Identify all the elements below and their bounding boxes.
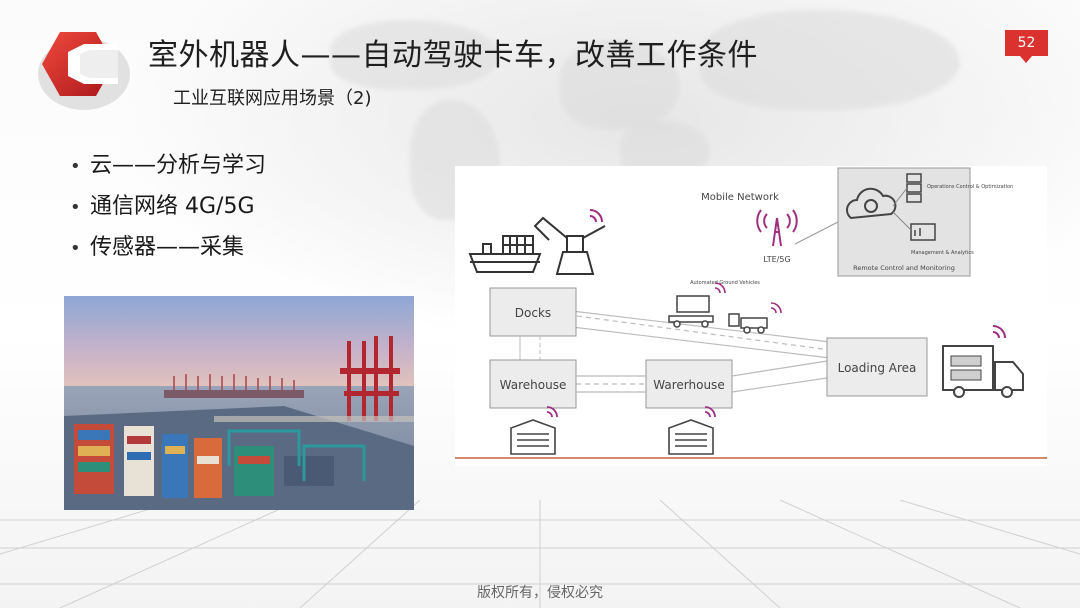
company-logo xyxy=(22,22,132,112)
docks-label: Docks xyxy=(515,306,551,320)
bullet-text: 通信网络 4G/5G xyxy=(90,194,255,219)
crane-icon xyxy=(533,216,606,275)
slide-title: 室外机器人——自动驾驶卡车，改善工作条件 xyxy=(148,38,758,73)
garage-icon xyxy=(510,419,556,455)
mobile-network-label: Mobile Network xyxy=(701,192,779,203)
page-number-badge: 52 xyxy=(1005,30,1048,63)
bullet-dot: • xyxy=(70,156,81,177)
warehouse-box-1 xyxy=(489,359,577,409)
bullet-text: 传感器——采集 xyxy=(90,235,245,260)
lte-label: LTE/5G xyxy=(763,255,790,264)
bullet-dot: • xyxy=(70,238,81,259)
bullet-text: 云——分析与学习 xyxy=(90,153,267,178)
garage-icon xyxy=(668,419,714,455)
container-port-photo xyxy=(64,296,414,510)
loading-area-box xyxy=(826,337,928,397)
logistics-network-diagram: Mobile Network LTE/5G Operations Control… xyxy=(455,166,1047,466)
wifi-signal-icon xyxy=(546,406,558,418)
warehouse-box-2 xyxy=(645,359,733,409)
slide-subtitle: 工业互联网应用场景（2) xyxy=(173,88,372,109)
world-map-shape xyxy=(560,40,680,130)
cell-tower-icon xyxy=(756,209,798,247)
bullet-dot: • xyxy=(70,197,81,218)
agv-icon xyxy=(668,295,714,328)
world-map-shape xyxy=(700,10,960,110)
bullet-item: • 云——分析与学习 xyxy=(70,146,266,187)
warehouse-label-2: Warerhouse xyxy=(653,378,724,392)
truck-icon xyxy=(942,345,1024,398)
management-label: Management & Analytics xyxy=(911,250,974,256)
ship-icon xyxy=(468,235,542,273)
agv-label: Automated Ground Vehicles xyxy=(690,280,760,286)
bullet-item: • 传感器——采集 xyxy=(70,228,266,269)
dashboard-icon xyxy=(910,223,936,241)
cloud-icon xyxy=(846,187,897,220)
bullet-list: • 云——分析与学习 • 通信网络 4G/5G • 传感器——采集 xyxy=(70,146,266,269)
server-icon xyxy=(906,173,922,203)
loading-area-label: Loading Area xyxy=(838,361,917,375)
forklift-icon xyxy=(728,313,768,334)
docks-box xyxy=(489,287,577,337)
wifi-signal-icon xyxy=(992,325,1006,339)
wifi-signal-icon xyxy=(714,282,726,294)
wifi-signal-icon xyxy=(589,209,603,223)
remote-control-box xyxy=(837,167,971,277)
wifi-signal-icon xyxy=(704,406,716,418)
remote-box-label: Remote Control and Monitoring xyxy=(853,264,955,272)
world-map-shape xyxy=(330,20,500,90)
copyright-footer: 版权所有，侵权必究 xyxy=(477,585,603,601)
operations-label: Operations Control & Optimization xyxy=(927,184,1013,190)
wifi-signal-icon xyxy=(770,302,782,314)
bullet-item: • 通信网络 4G/5G xyxy=(70,187,266,228)
warehouse-label-1: Warehouse xyxy=(500,378,567,392)
tower-to-cloud-line xyxy=(794,221,839,245)
floor-grid xyxy=(0,499,1080,608)
